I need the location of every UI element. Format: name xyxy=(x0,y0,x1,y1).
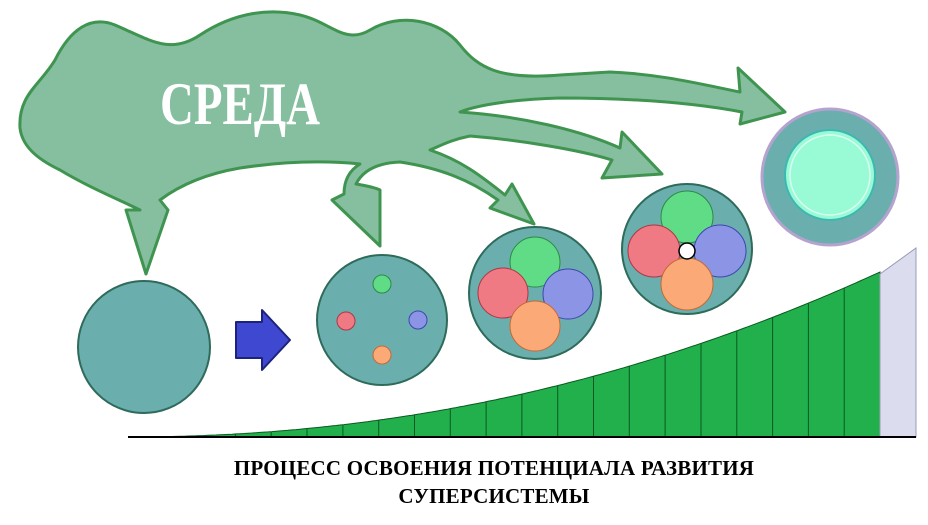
element-red xyxy=(336,311,356,331)
element-green xyxy=(372,274,392,294)
stage-separate-elements xyxy=(316,254,448,386)
development-curve xyxy=(128,247,917,438)
element-blue xyxy=(408,310,428,330)
stage-integrated-system xyxy=(760,107,900,247)
stage-empty-system xyxy=(77,280,211,414)
element-orange xyxy=(660,257,714,311)
transition-arrow-icon xyxy=(235,309,291,371)
caption-line-1: ПРОЦЕСС ОСВОЕНИЯ ПОТЕНЦИАЛА РАЗВИТИЯ xyxy=(233,456,755,480)
element-orange xyxy=(509,300,561,352)
element-orange xyxy=(372,345,392,365)
stage-grown-elements xyxy=(468,226,602,360)
system-inner-core xyxy=(784,129,876,221)
element-green xyxy=(509,236,561,288)
caption-line-2: СУПЕРСИСТЕМЫ xyxy=(398,484,590,508)
curve-tail xyxy=(879,247,917,438)
curve-area xyxy=(128,271,881,438)
environment-label: СРЕДА xyxy=(160,71,320,137)
element-blue xyxy=(542,268,594,320)
element-red xyxy=(477,267,529,319)
core-dot xyxy=(678,242,696,260)
environment-shape xyxy=(18,10,787,276)
system-inner-ring xyxy=(789,134,871,216)
environment-cloud: СРЕДА xyxy=(18,10,787,276)
system-circle xyxy=(77,280,211,414)
system-circle xyxy=(316,254,448,386)
stage-merged-elements xyxy=(621,183,753,315)
system-circle xyxy=(468,226,602,360)
